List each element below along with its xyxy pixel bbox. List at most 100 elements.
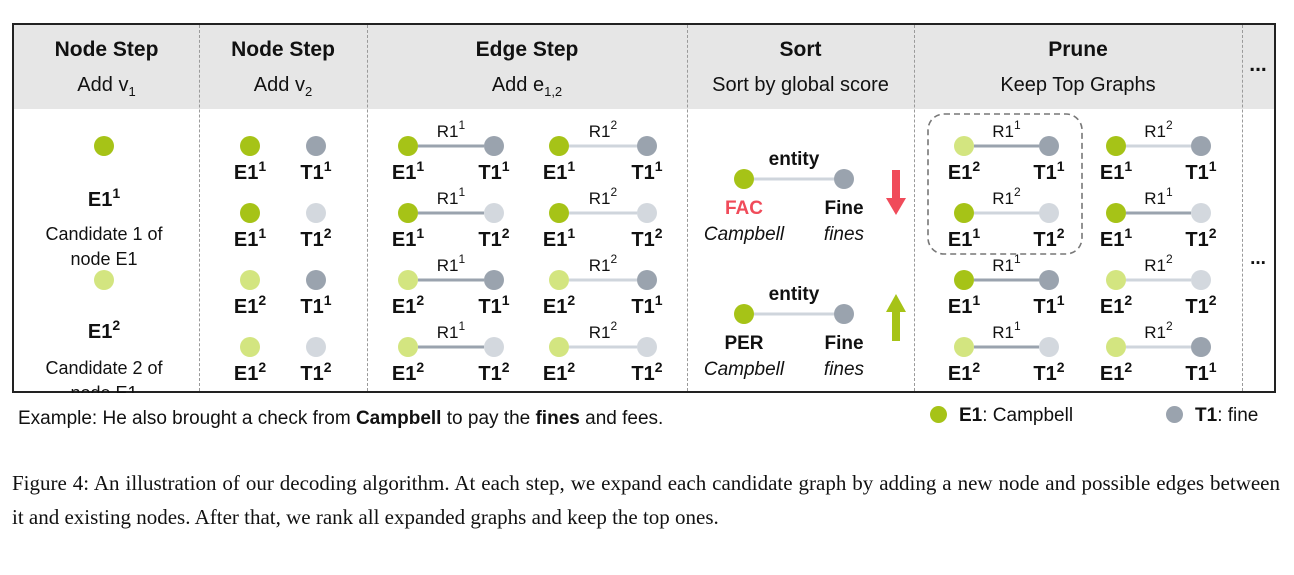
relation-label: R11 bbox=[437, 319, 466, 342]
node-dot bbox=[240, 136, 260, 156]
entity-node-label: E11 bbox=[1100, 158, 1132, 184]
node-dot bbox=[954, 136, 974, 156]
node-dot bbox=[549, 270, 569, 290]
node-dot bbox=[306, 203, 326, 223]
node-dot bbox=[1039, 270, 1059, 290]
node-dot bbox=[1106, 270, 1126, 290]
node-dot bbox=[398, 136, 418, 156]
type-node-label: T11 bbox=[478, 292, 509, 318]
type-node-label: T11 bbox=[631, 292, 662, 318]
column-subtitle: Sort by global score bbox=[712, 74, 889, 96]
entity-node-label: E11 bbox=[948, 225, 980, 251]
node-dot bbox=[240, 337, 260, 357]
kept-graphs-box bbox=[927, 113, 1083, 255]
entity-node-label: E12 bbox=[1100, 292, 1132, 318]
legend-item-entity: E1: Campbell bbox=[930, 405, 1073, 427]
node-dot bbox=[549, 203, 569, 223]
node-dot bbox=[306, 270, 326, 290]
column-subtitle: Add v1 bbox=[77, 74, 136, 99]
column-divider bbox=[199, 25, 200, 391]
column-title: Sort bbox=[779, 38, 822, 61]
candidate-label: Candidate 2 of bbox=[45, 358, 163, 378]
type-node-label: T11 bbox=[1033, 158, 1064, 184]
column-node-step-1: Node Step Add v1 bbox=[14, 25, 199, 391]
column-divider bbox=[914, 25, 915, 391]
entity-node-label: E11 bbox=[1100, 225, 1132, 251]
entity-type-label: PER bbox=[724, 333, 763, 354]
type-node-label: T11 bbox=[631, 158, 662, 184]
type-node-label: T11 bbox=[1185, 359, 1216, 385]
entity-node-label: E12 bbox=[392, 292, 424, 318]
entity-node-label: E12 bbox=[543, 359, 575, 385]
node-dot bbox=[484, 136, 504, 156]
column-prune: Prune Keep Top Graphs bbox=[914, 25, 1242, 391]
entity-node-dark bbox=[94, 136, 114, 156]
column-subtitle: Keep Top Graphs bbox=[1000, 74, 1156, 96]
mention-label: Campbell bbox=[704, 224, 785, 245]
node-dot bbox=[240, 203, 260, 223]
node-dot bbox=[240, 270, 260, 290]
continuation-ellipsis: ... bbox=[1250, 248, 1266, 269]
relation-label: R11 bbox=[1144, 185, 1173, 208]
figure-panel: Node Step Add v1 Node Step Add v2 Edge S… bbox=[12, 23, 1276, 393]
type-node-label: T12 bbox=[631, 225, 662, 251]
candidate-label: Candidate 1 of bbox=[45, 224, 163, 244]
type-node-label: T12 bbox=[478, 359, 509, 385]
node-dot bbox=[1039, 203, 1059, 223]
relation-label: R12 bbox=[589, 319, 618, 342]
candidate-label: node E1 bbox=[70, 383, 137, 393]
arrow-up-icon bbox=[892, 309, 900, 341]
column-subtitle: Add e1,2 bbox=[491, 74, 563, 99]
entity-node-label: E12 bbox=[88, 317, 120, 343]
column-title: Edge Step bbox=[475, 38, 579, 61]
node-dot bbox=[834, 304, 854, 324]
trigger-label: Fine bbox=[824, 198, 863, 219]
node-dot bbox=[1106, 337, 1126, 357]
column-edge-step: Edge Step Add e1,2 bbox=[367, 25, 687, 391]
type-node-label: T11 bbox=[300, 158, 331, 184]
relation-label: R11 bbox=[437, 118, 466, 141]
node-dot bbox=[834, 169, 854, 189]
type-node-label: T12 bbox=[300, 359, 331, 385]
relation-label: R12 bbox=[1144, 252, 1173, 275]
relation-label: R11 bbox=[437, 252, 466, 275]
column-node-step-2: Node Step Add v2 bbox=[199, 25, 367, 391]
node-dot bbox=[1191, 136, 1211, 156]
column-title: Node Step bbox=[54, 38, 159, 61]
node-dot bbox=[734, 169, 754, 189]
node-dot bbox=[398, 203, 418, 223]
type-node-label: T11 bbox=[1033, 292, 1064, 318]
type-node-label: T12 bbox=[1033, 359, 1064, 385]
node-dot bbox=[549, 337, 569, 357]
entity-node-label: E12 bbox=[392, 359, 424, 385]
node-dot bbox=[637, 337, 657, 357]
figure-caption: Figure 4: An illustration of our decodin… bbox=[12, 471, 1280, 529]
node-dot bbox=[306, 337, 326, 357]
header-band bbox=[14, 25, 1274, 109]
node-dot bbox=[1039, 136, 1059, 156]
arrow-down-icon bbox=[892, 170, 900, 200]
example-entity: Campbell bbox=[355, 408, 442, 429]
column-title: Node Step bbox=[231, 38, 335, 61]
type-node-label: T11 bbox=[300, 292, 331, 318]
relation-label: R12 bbox=[589, 118, 618, 141]
node-dot bbox=[954, 270, 974, 290]
type-node-label: T12 bbox=[1033, 225, 1064, 251]
column-divider bbox=[367, 25, 368, 391]
example-trigger: fines bbox=[535, 408, 580, 429]
entity-node-label: E11 bbox=[234, 158, 266, 184]
relation-label: R11 bbox=[437, 185, 466, 208]
node-dot bbox=[484, 203, 504, 223]
column-divider bbox=[687, 25, 688, 391]
type-node-label: T12 bbox=[631, 359, 662, 385]
node-dot bbox=[1191, 203, 1211, 223]
node-dot bbox=[398, 337, 418, 357]
entity-node-label: E12 bbox=[234, 359, 266, 385]
entity-relation-label: entity bbox=[769, 149, 820, 170]
entity-node-label: E11 bbox=[392, 158, 424, 184]
entity-node-label: E12 bbox=[948, 359, 980, 385]
node-dot bbox=[954, 337, 974, 357]
node-dot bbox=[1106, 203, 1126, 223]
node-dot bbox=[734, 304, 754, 324]
